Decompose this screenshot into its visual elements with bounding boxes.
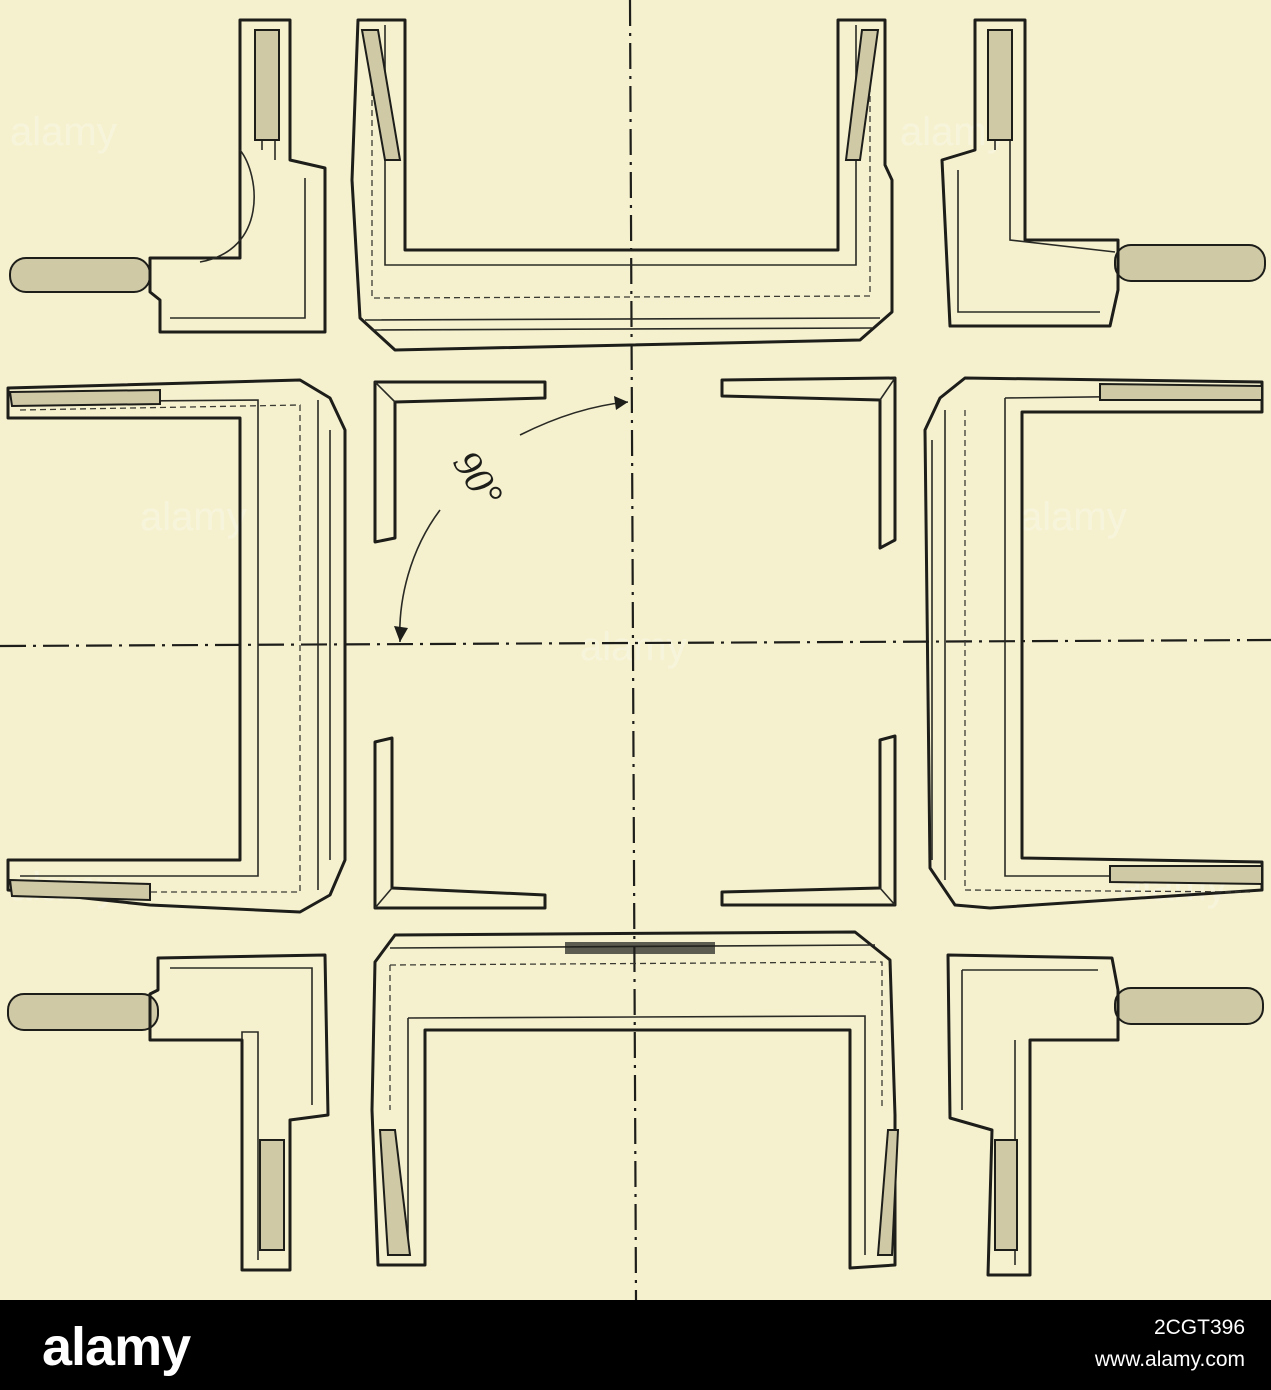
watermark: alamy: [10, 110, 117, 154]
angle-label: 90°: [444, 443, 512, 514]
u-channel-left: [6, 378, 347, 914]
corner-bracket-bottom-left: [7, 953, 330, 1272]
technical-drawing: alamy alamy alamy alamy alamy alamy alam…: [0, 0, 1271, 1300]
corner-bracket-bottom-right: [946, 953, 1264, 1277]
inner-angle-top-right: [720, 376, 897, 550]
drawing-canvas: alamy alamy alamy alamy alamy alamy alam…: [0, 0, 1271, 1300]
u-channel-bottom: [370, 930, 900, 1270]
site-url-label: www.alamy.com: [1094, 1348, 1245, 1371]
brand-logo: alamy: [42, 1317, 191, 1377]
u-channel-top: [350, 18, 894, 352]
corner-bracket-top-left: [9, 18, 327, 334]
inner-angle-bottom-right: [720, 734, 897, 907]
angle-dimension: 90°: [394, 396, 629, 643]
vertical-center-line: [628, 0, 638, 1300]
image-id-label: 2CGT396: [1153, 1316, 1245, 1339]
watermark: alamy: [140, 495, 247, 539]
watermark: alamy: [1020, 495, 1127, 539]
watermark-footer-bar: alamy 2CGT396 www.alamy.com: [0, 1300, 1271, 1390]
horizontal-center-line: [0, 638, 1271, 648]
inner-angle-top-left: [373, 380, 547, 544]
watermark-layer: alamy alamy alamy alamy alamy alamy alam…: [10, 110, 1227, 909]
corner-bracket-top-right: [940, 18, 1266, 328]
inner-angle-bottom-left: [373, 736, 547, 910]
u-channel-right: [923, 376, 1264, 910]
